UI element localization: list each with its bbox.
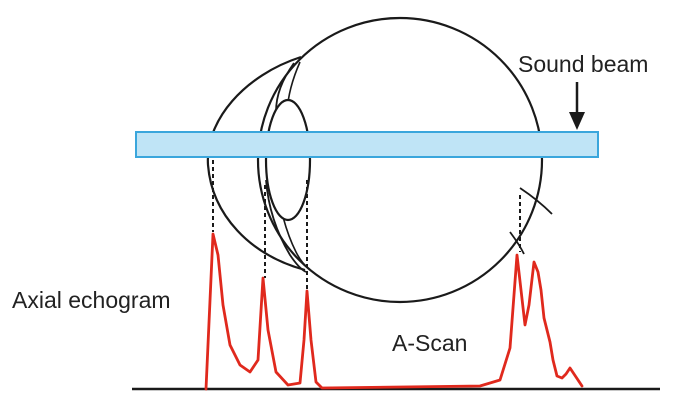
lens bbox=[264, 98, 312, 222]
optic-nerve-upper bbox=[519, 187, 553, 215]
sound-beam-arrow-icon bbox=[569, 112, 585, 130]
a-scan-label: A-Scan bbox=[392, 330, 467, 356]
iris-lower bbox=[265, 179, 307, 273]
a-scan-trace bbox=[204, 232, 584, 391]
eye-globe bbox=[256, 16, 544, 304]
sound-beam-label: Sound beam bbox=[518, 51, 648, 77]
optic-nerve-lower bbox=[509, 231, 525, 255]
axial-echogram-label: Axial echogram bbox=[12, 287, 171, 313]
sound-beam bbox=[135, 131, 599, 158]
cornea bbox=[206, 55, 306, 272]
